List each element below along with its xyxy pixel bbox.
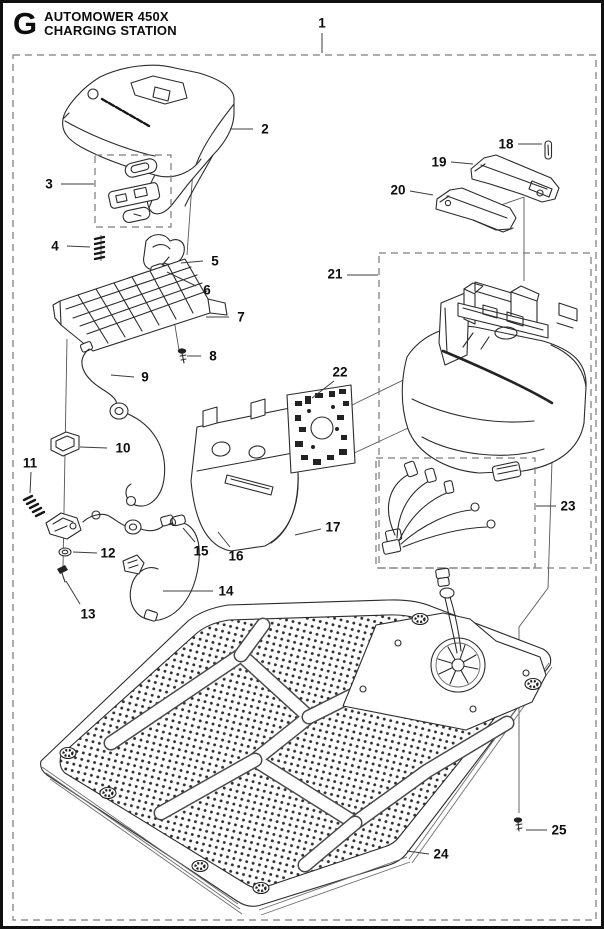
part-callout-9: 9 bbox=[141, 370, 149, 385]
assembly-boundary-box bbox=[12, 54, 597, 921]
kit-box-23 bbox=[375, 457, 536, 569]
part-callout-25: 25 bbox=[551, 823, 567, 838]
part-callout-14: 14 bbox=[218, 584, 234, 599]
cable-exit-hole bbox=[430, 637, 486, 693]
part-callout-7: 7 bbox=[237, 310, 245, 325]
part-callout-4: 4 bbox=[51, 239, 59, 254]
lowvoltage-cable-drawing bbox=[435, 567, 462, 654]
part-12-nut-drawing bbox=[58, 547, 72, 557]
callout-leader-9 bbox=[110, 374, 135, 378]
part-17-panel-drawing bbox=[190, 398, 299, 552]
part-23-harness-drawing bbox=[381, 460, 522, 555]
part-9-cable-drawing bbox=[79, 341, 166, 507]
part-callout-2: 2 bbox=[261, 122, 269, 137]
diagram-header: G AUTOMOWER 450X CHARGING STATION bbox=[13, 6, 177, 41]
part-15-sleeve-drawing bbox=[169, 514, 186, 527]
part-callout-3: 3 bbox=[45, 177, 53, 192]
part-7-grid-frame-drawing bbox=[52, 258, 228, 352]
part-callout-1: 1 bbox=[318, 16, 326, 31]
kit-box-3 bbox=[94, 154, 172, 228]
callout-leader-11 bbox=[29, 471, 32, 494]
part-callout-11: 11 bbox=[23, 456, 38, 471]
part-callout-6: 6 bbox=[203, 283, 211, 298]
part-callout-8: 8 bbox=[209, 349, 217, 364]
callout-leader-16 bbox=[217, 531, 231, 548]
part-callout-21: 21 bbox=[327, 267, 343, 282]
part-callout-23: 23 bbox=[560, 499, 576, 514]
part-callout-5: 5 bbox=[211, 254, 219, 269]
latch-assembly-drawing bbox=[45, 510, 167, 540]
callout-leader-15 bbox=[182, 527, 196, 543]
diagram-title-part: CHARGING STATION bbox=[44, 23, 177, 38]
part-24-baseplate-drawing bbox=[40, 567, 553, 916]
part-callout-15: 15 bbox=[193, 544, 209, 559]
part-13-screw-drawing bbox=[57, 565, 68, 583]
part-callout-12: 12 bbox=[100, 546, 115, 561]
husqvarna-logo bbox=[87, 88, 151, 128]
part-4-spring-drawing bbox=[93, 235, 106, 261]
part-callout-20: 20 bbox=[390, 183, 405, 198]
part-25-screw-drawing bbox=[513, 817, 523, 832]
callout-leader-20 bbox=[409, 190, 434, 196]
part-callout-24: 24 bbox=[433, 847, 449, 862]
part-callout-18: 18 bbox=[498, 137, 514, 152]
part-callout-22: 22 bbox=[332, 365, 347, 380]
callout-leader-6 bbox=[166, 271, 197, 287]
part-11-spring-drawing bbox=[22, 494, 46, 518]
callout-leader-24 bbox=[406, 850, 430, 855]
part-8-screw-drawing bbox=[177, 348, 187, 364]
diagram-title: AUTOMOWER 450X CHARGING STATION bbox=[44, 9, 177, 38]
part-callout-13: 13 bbox=[80, 607, 96, 622]
part-3-button-kit-drawing bbox=[108, 158, 161, 224]
part-callout-19: 19 bbox=[431, 155, 446, 170]
part-callout-10: 10 bbox=[115, 441, 130, 456]
part-5-latch-drawing bbox=[143, 234, 185, 270]
part-18-pin-drawing bbox=[544, 140, 553, 160]
callout-leader-5 bbox=[180, 260, 204, 264]
part-21-tower-drawing bbox=[401, 281, 587, 474]
part-19-arm-drawing bbox=[470, 154, 560, 203]
part-22-pcb-drawing bbox=[286, 384, 356, 474]
part-10-bracket-drawing bbox=[50, 431, 80, 457]
part-2-top-cover-drawing bbox=[62, 64, 235, 215]
callout-leader-12 bbox=[72, 551, 98, 554]
callout-leader-13 bbox=[65, 580, 81, 605]
callout-leader-22 bbox=[311, 380, 335, 399]
callout-leader-19 bbox=[450, 161, 474, 165]
callout-leader-10 bbox=[79, 446, 108, 449]
part-20-arm-drawing bbox=[435, 187, 517, 233]
callout-leader-17 bbox=[294, 528, 322, 536]
part-callout-17: 17 bbox=[325, 520, 340, 535]
section-letter: G bbox=[13, 6, 38, 41]
part-callout-16: 16 bbox=[228, 549, 244, 564]
callout-leader-4 bbox=[66, 245, 91, 248]
exploded-view-canvas: 1234567891011121314151617181920212223242… bbox=[12, 16, 597, 921]
diagram-title-model: AUTOMOWER 450X bbox=[44, 9, 169, 24]
